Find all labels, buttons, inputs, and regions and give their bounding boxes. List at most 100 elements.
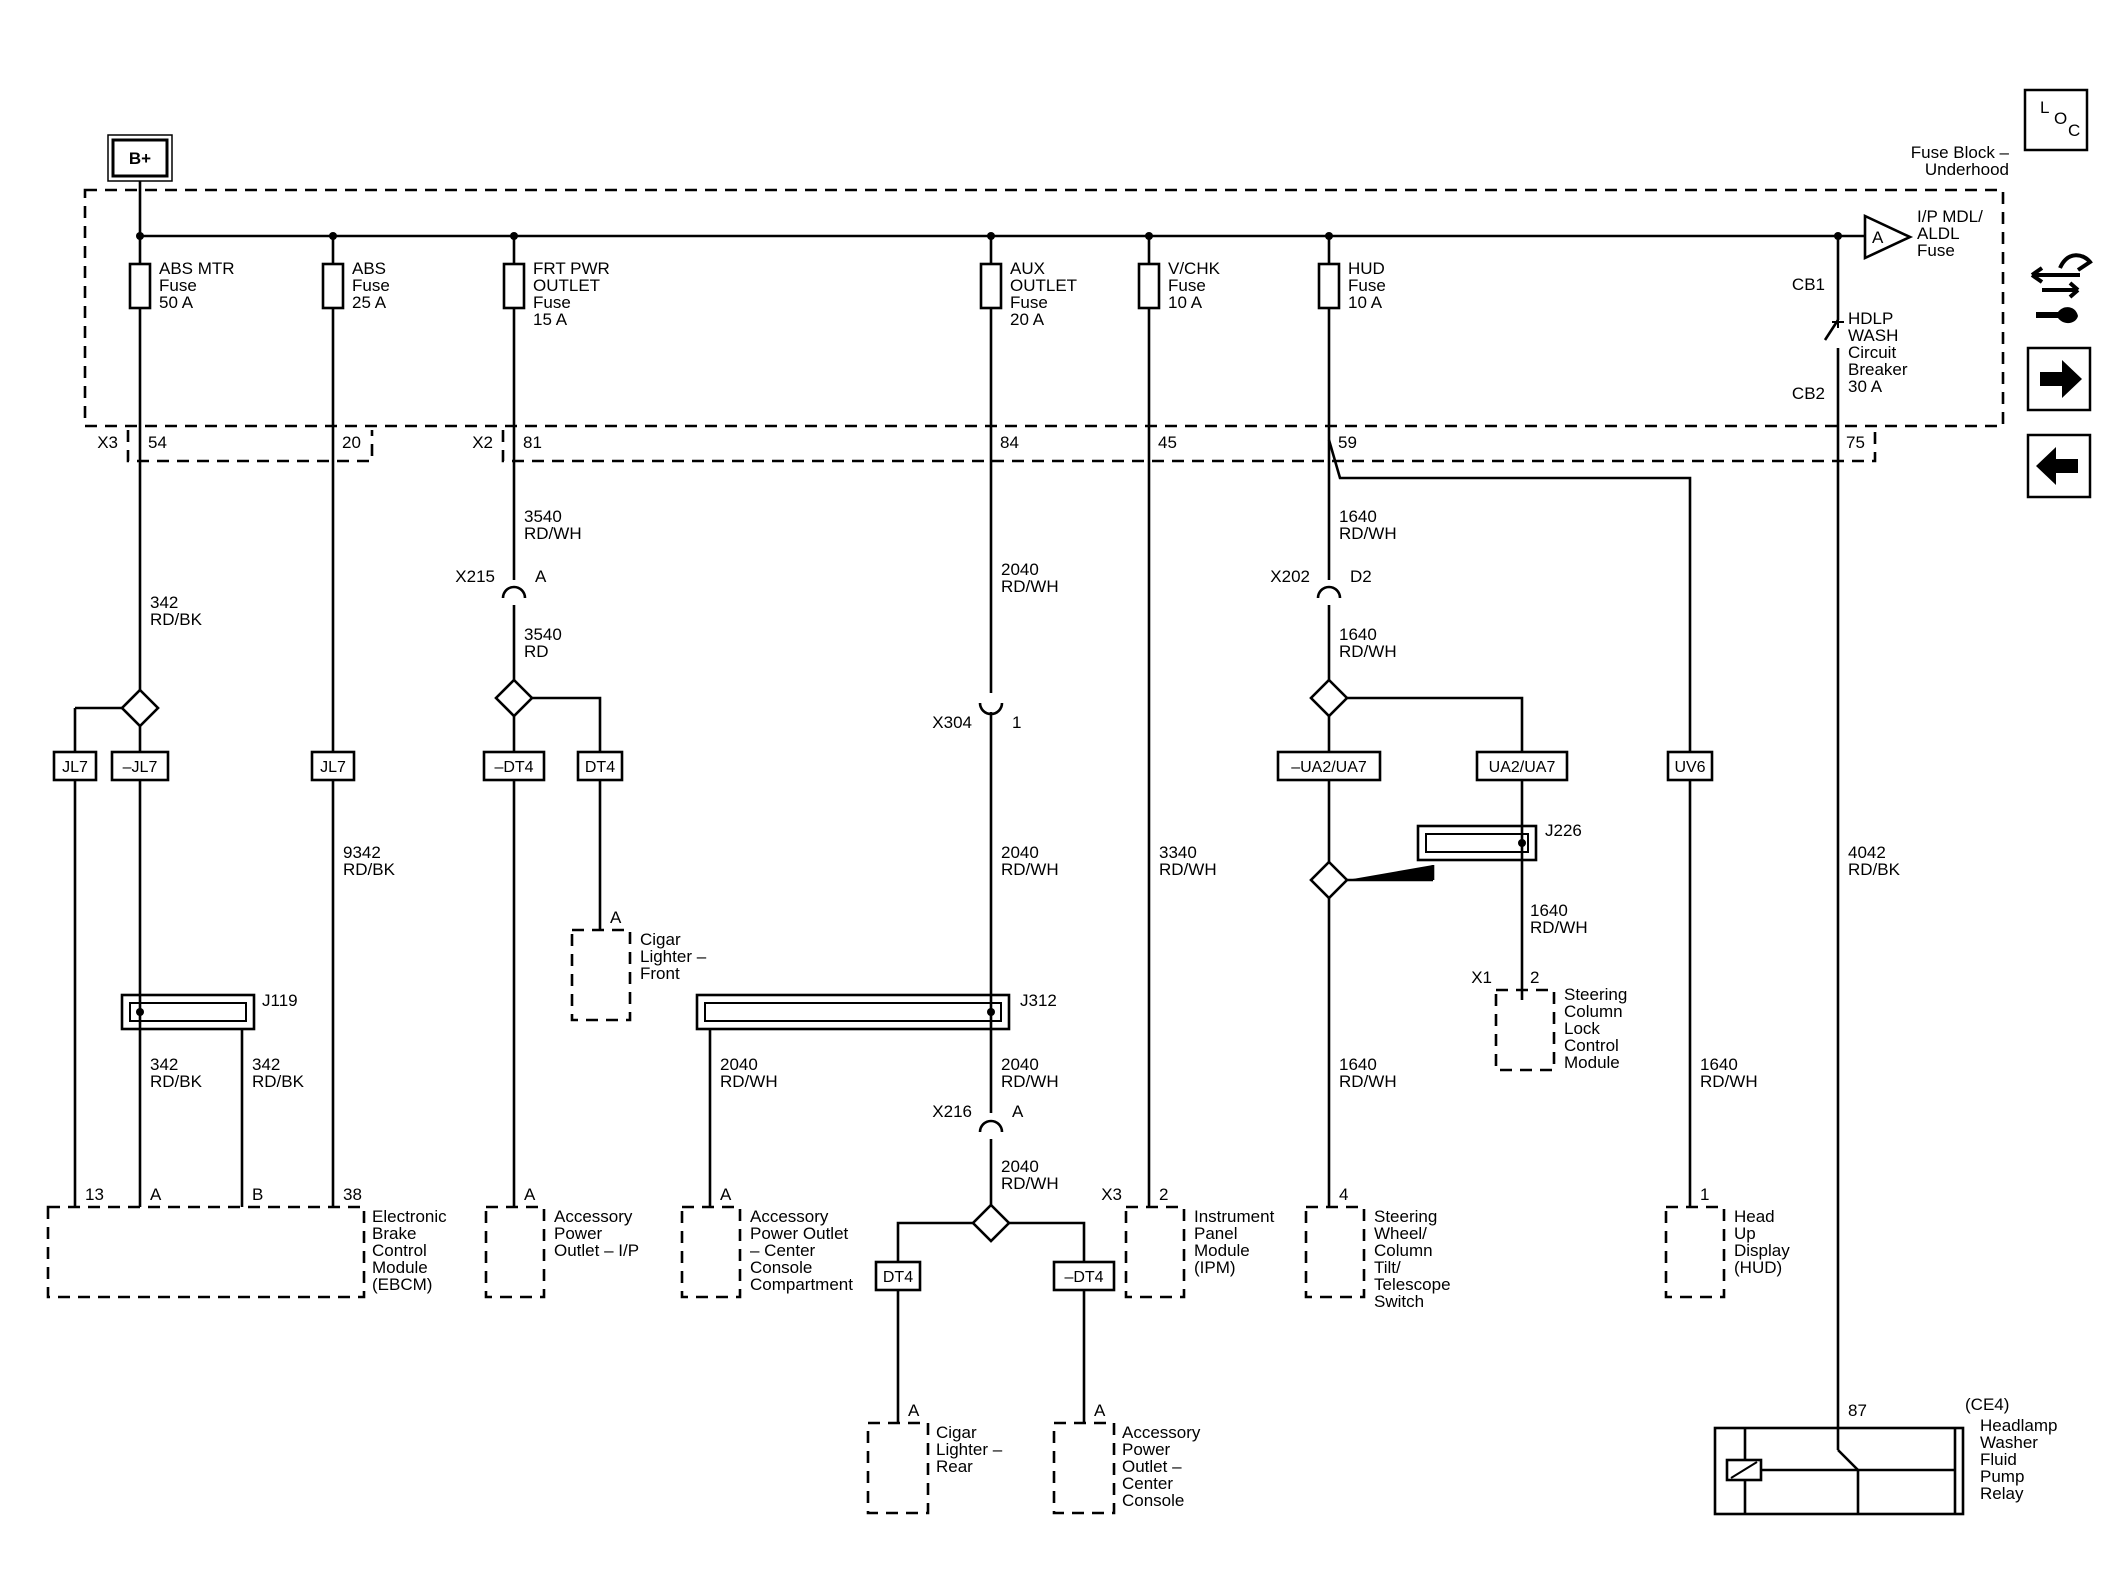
svg-text:Center: Center [1122, 1474, 1173, 1493]
option-not-dt4-front: –DT4 [482, 750, 546, 782]
svg-text:Outlet –: Outlet – [1122, 1457, 1182, 1476]
svg-text:20 A: 20 A [1010, 310, 1045, 329]
svg-text:X3: X3 [1101, 1185, 1122, 1204]
svg-text:84: 84 [1000, 433, 1019, 452]
svg-text:81: 81 [523, 433, 542, 452]
svg-text:A: A [524, 1185, 536, 1204]
splice-diamond-hud [1309, 678, 1524, 862]
loc-button[interactable]: L O C [2023, 88, 2089, 152]
option-dt4-front: DT4 [576, 750, 624, 782]
svg-text:1: 1 [1700, 1185, 1709, 1204]
next-page-button[interactable] [2026, 346, 2092, 412]
option-not-ua2-ua7: –UA2/UA7 [1276, 750, 1382, 782]
svg-text:RD/WH: RD/WH [1339, 642, 1397, 661]
svg-text:Headlamp: Headlamp [1980, 1416, 2058, 1435]
svg-text:–DT4: –DT4 [494, 759, 533, 776]
component-ebcm: 13 A B 38 Electronic Brake Control Modul… [46, 1185, 447, 1299]
splice-pack-j226: J226 [1416, 780, 1582, 1000]
connector-x215: X215 A [455, 567, 547, 599]
fuse-aux-outlet: AUX OUTLET Fuse 20 A [979, 236, 1077, 693]
nav-tools-button[interactable] [2030, 253, 2093, 324]
connector-x202: X202 D2 [1270, 567, 1372, 599]
svg-text:2040: 2040 [1001, 1055, 1039, 1074]
component-accessory-outlet-center-console: A Accessory Power Outlet – Center Consol… [680, 1185, 853, 1299]
svg-text:A: A [908, 1401, 920, 1420]
svg-text:Head: Head [1734, 1207, 1775, 1226]
svg-text:38: 38 [343, 1185, 362, 1204]
svg-text:342: 342 [150, 593, 178, 612]
svg-text:(HUD): (HUD) [1734, 1258, 1782, 1277]
right-arrow-icon [2040, 360, 2082, 398]
fuse-block-label: Fuse Block – Underhood [1911, 143, 2010, 179]
svg-text:ABS: ABS [352, 259, 386, 278]
wire-label-1640-hud: 1640 RD/WH [1700, 1055, 1758, 1091]
svg-text:Cigar: Cigar [640, 930, 681, 949]
component-steering-column-lock-module: X1 2 Steering Column Lock Control Module [1471, 968, 1627, 1072]
svg-text:Fuse: Fuse [1168, 276, 1206, 295]
previous-page-button[interactable] [2026, 433, 2092, 499]
svg-text:RD/WH: RD/WH [1001, 860, 1059, 879]
svg-text:13: 13 [85, 1185, 104, 1204]
svg-text:Instrument: Instrument [1194, 1207, 1275, 1226]
svg-text:A: A [1012, 1102, 1024, 1121]
svg-text:Lighter –: Lighter – [936, 1440, 1003, 1459]
svg-text:RD/WH: RD/WH [1001, 1072, 1059, 1091]
svg-text:Breaker: Breaker [1848, 360, 1908, 379]
svg-text:I/P MDL/: I/P MDL/ [1917, 207, 1983, 226]
connector-x216: X216 A [932, 1102, 1024, 1133]
svg-text:2: 2 [1159, 1185, 1168, 1204]
wire-label-1640-upper: 1640 RD/WH [1339, 507, 1397, 543]
svg-text:Electronic: Electronic [372, 1207, 447, 1226]
svg-text:DT4: DT4 [585, 759, 615, 776]
svg-text:J312: J312 [1020, 991, 1057, 1010]
svg-text:Control: Control [1564, 1036, 1619, 1055]
svg-text:RD/BK: RD/BK [252, 1072, 305, 1091]
svg-text:59: 59 [1338, 433, 1357, 452]
connector-x304: X304 1 [932, 702, 1021, 732]
svg-text:X216: X216 [932, 1102, 972, 1121]
offpage-connector-ip-mdl: A I/P MDL/ ALDL Fuse [1863, 207, 1983, 261]
svg-text:JL7: JL7 [320, 759, 346, 776]
svg-text:X3: X3 [97, 433, 118, 452]
wire-label-1640-splice: 1640 RD/WH [1339, 625, 1397, 661]
svg-text:Power: Power [554, 1224, 603, 1243]
svg-text:15 A: 15 A [533, 310, 568, 329]
svg-text:OUTLET: OUTLET [533, 276, 600, 295]
svg-text:RD/WH: RD/WH [720, 1072, 778, 1091]
option-ua2-ua7: UA2/UA7 [1475, 750, 1569, 782]
svg-text:X304: X304 [932, 713, 972, 732]
left-arrow-icon [2036, 447, 2078, 485]
power-source-b-plus: B+ [107, 134, 173, 182]
component-cigar-lighter-rear: A Cigar Lighter – Rear [866, 1401, 1003, 1515]
svg-text:RD/WH: RD/WH [1530, 918, 1588, 937]
svg-text:Lock: Lock [1564, 1019, 1600, 1038]
component-accessory-outlet-ip: A Accessory Power Outlet – I/P [484, 1185, 639, 1299]
svg-text:CB2: CB2 [1792, 384, 1825, 403]
svg-text:– Center: – Center [750, 1241, 816, 1260]
svg-text:2040: 2040 [1001, 843, 1039, 862]
option-jl7-right: JL7 [310, 750, 356, 782]
component-cigar-lighter-front: A Cigar Lighter – Front [570, 908, 707, 1022]
svg-text:HUD: HUD [1348, 259, 1385, 278]
svg-text:9342: 9342 [343, 843, 381, 862]
tools-icon [2030, 253, 2093, 324]
svg-text:1640: 1640 [1530, 901, 1568, 920]
svg-text:Column: Column [1374, 1241, 1433, 1260]
svg-text:RD/WH: RD/WH [524, 524, 582, 543]
svg-text:A: A [720, 1185, 732, 1204]
svg-text:RD/WH: RD/WH [1700, 1072, 1758, 1091]
svg-text:Fuse Block –: Fuse Block – [1911, 143, 2010, 162]
svg-text:Steering: Steering [1374, 1207, 1437, 1226]
svg-text:75: 75 [1846, 433, 1865, 452]
option-not-jl7: –JL7 [110, 750, 170, 782]
svg-text:X1: X1 [1471, 968, 1492, 987]
svg-text:1640: 1640 [1700, 1055, 1738, 1074]
block-connector-x3: X3 54 20 [97, 430, 374, 463]
splice-diamond-rear [896, 1203, 1086, 1262]
component-head-up-display: 1 Head Up Display (HUD) [1664, 1185, 1790, 1299]
svg-text:Underhood: Underhood [1925, 160, 2009, 179]
fuse-block-outline [83, 188, 2005, 428]
wire-label-3340: 3340 RD/WH [1159, 843, 1217, 879]
svg-text:RD/WH: RD/WH [1339, 1072, 1397, 1091]
svg-text:FRT PWR: FRT PWR [533, 259, 610, 278]
